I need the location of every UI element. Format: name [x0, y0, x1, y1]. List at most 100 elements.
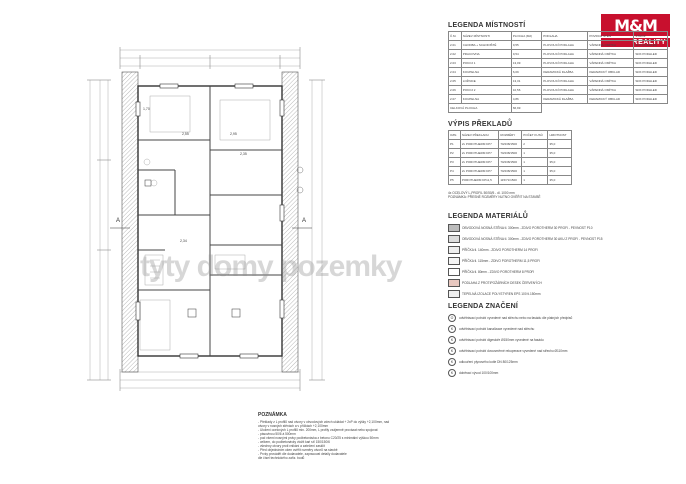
rooms-cell: 2.02 [448, 49, 462, 59]
lintels-cell: 70/238/1500 [498, 166, 523, 176]
rooms-cell: SDK PODHLED [633, 67, 668, 77]
list-item: PŘÍČKA tl. 80mm - ZDIVO POROTHERM 8 PROF… [448, 266, 668, 277]
material-label: TEPELNÁ IZOLACE POLYSTYREN EPS 100 tl.15… [462, 291, 541, 296]
room-area-label: 2,35 [240, 152, 247, 156]
symbol-icon: K [448, 368, 456, 377]
material-label: PŘÍČKA tl. 80mm - ZDIVO POROTHERM 8 PROF… [462, 269, 535, 274]
rooms-cell: PLOVOUCÍ PODLAHA [541, 58, 589, 68]
rooms-cell: SDK PODHLED [633, 94, 668, 104]
rooms-total-row: CELKOVÁ PLOCHA 66,99 [448, 103, 668, 113]
rooms-cell: 9,55 [510, 40, 543, 50]
rooms-cell: PLOVOUCÍ PODLAHA [541, 76, 589, 86]
lintels-header-cell: HMOTNOST [547, 130, 572, 140]
rooms-header-cell: STROP [633, 31, 668, 41]
rooms-header-cell: Č.M. [448, 31, 462, 41]
lintels-title: VÝPIS PŘEKLADŮ [448, 121, 513, 128]
note-line: - pásovinou 50/6 á 500mm [258, 432, 296, 436]
rooms-cell: SDK PODHLED [633, 85, 668, 95]
watermark-text: tyty domy pozemky [140, 250, 402, 283]
room-area-label: 2,55 [182, 132, 189, 136]
lintels-cell: 70/238/1500 [498, 148, 523, 158]
rooms-cell: KERAMICKÁ DLAŽBA [541, 94, 589, 104]
lintels-cell: 35,0 [547, 139, 572, 149]
symbol-label: odvětrávací potrubí dvousměrné rekuperac… [459, 348, 568, 353]
lintels-cell: 1 [521, 166, 549, 176]
material-swatch [448, 223, 460, 232]
room-area-label: 1,70 [143, 107, 150, 111]
rooms-cell: 2.03 [448, 58, 462, 68]
symbol-icon: O [448, 313, 456, 322]
rooms-legend-title: LEGENDA MÍSTNOSTÍ [448, 22, 526, 29]
rooms-header-cell: PLOCHA (M2) [510, 31, 543, 41]
note-line: - všechny otvory proti vnikání a zatečen… [258, 444, 325, 448]
lintels-cell: 115/71/1500 [498, 175, 523, 185]
rooms-cell: POKOJ 1 [460, 58, 512, 68]
room-area-label: 2,95 [230, 132, 237, 136]
symbol-label: odvětrávací potrubí kanalizace vyvedené … [459, 326, 535, 331]
material-swatch [448, 267, 460, 276]
material-swatch [448, 234, 460, 243]
material-swatch [448, 278, 460, 287]
note-line: dle čísel technického zaříz. bodů [258, 456, 305, 460]
rooms-cell: 9,54 [510, 49, 543, 59]
floor-plan: 1,70 2,55 2,95 2,35 2,34 A A [87, 47, 325, 391]
section-mark-right: A [302, 218, 306, 224]
rooms-cell: 4,86 [510, 94, 543, 104]
rooms-cell: KERAMICKÝ OBKLAD [587, 94, 635, 104]
lintels-cell: P5 [448, 175, 461, 185]
rooms-cell: VÁPENNÁ OMÍTKA [587, 85, 635, 95]
lintels-note-a: 4x OCELOVÝ L-PROFIL 50/50/5 - dl. 1000 m… [448, 191, 515, 195]
rooms-cell: CHODBA + SCHODIŠTĚ [460, 40, 512, 50]
lintels-cell: 35,0 [547, 148, 572, 158]
lintels-cell: 1 [521, 148, 549, 158]
rooms-cell: VÁPENNÁ OMÍTKA [587, 58, 635, 68]
note-line: - celkem, do podbetonávky vložit kari sí… [258, 440, 330, 444]
material-swatch [448, 245, 460, 254]
rooms-cell: 2.06 [448, 85, 462, 95]
rooms-header-cell: POVRCH STĚN [587, 31, 635, 41]
rooms-header-cell: PODLAHA [541, 31, 589, 41]
rooms-total-label: CELKOVÁ PLOCHA [448, 103, 512, 113]
rooms-cell: KERAMICKÁ DLAŽBA [541, 67, 589, 77]
rooms-cell: 10,56 [510, 85, 543, 95]
rooms-cell: POKOJ 2 [460, 85, 512, 95]
list-item: OBVODOVÁ NOSNÁ STĚNA tl. 300mm - ZDIVO P… [448, 222, 668, 233]
rooms-cell: SDK PODHLED [633, 49, 668, 59]
list-item: PODLAHA Z PROTIPOŽÁRNÍCH DESEK ČERVENÝCH [448, 277, 668, 288]
rooms-cell: SDK PODHLED [633, 58, 668, 68]
rooms-cell: PLOVOUCÍ PODLAHA [541, 49, 589, 59]
lintels-cell: 70/238/1500 [498, 139, 523, 149]
list-item: PŘÍČKA tl. 115mm - ZDIVO POROTHERM 11,5 … [448, 255, 668, 266]
symbol-label: doběrací vývod 100/100mm [459, 370, 499, 375]
list-item: TEPELNÁ IZOLACE POLYSTYREN EPS 100 tl.15… [448, 288, 668, 299]
lintels-cell: 2x POROTHERM KP7 [459, 157, 500, 167]
rooms-cell: 6,09 [510, 67, 543, 77]
room-area-label: 2,34 [180, 239, 187, 243]
rooms-cell: KOUPELNA [460, 67, 512, 77]
lintels-header-cell: ROZMĚRY [498, 130, 523, 140]
notes-title: POZNÁMKA [258, 412, 287, 418]
lintels-cell: 1 [521, 157, 549, 167]
material-swatch [448, 289, 460, 298]
symbol-label: odvětrávací potrubí digestoře Ø150mm vyv… [459, 337, 544, 342]
material-label: OBVODOVÁ NOSNÁ STĚNA tl. 300mm - ZDIVO P… [462, 236, 603, 241]
lintels-cell: P4 [448, 166, 461, 176]
material-swatch [448, 256, 460, 265]
rooms-cell: 2.04 [448, 67, 462, 77]
note-line: - Prvky provádět dle dodavatele, zapraco… [258, 452, 347, 456]
material-label: PODLAHA Z PROTIPOŽÁRNÍCH DESEK ČERVENÝCH [462, 280, 542, 285]
rooms-header-cell: NÁZEV MÍSTNOSTI [460, 31, 512, 41]
